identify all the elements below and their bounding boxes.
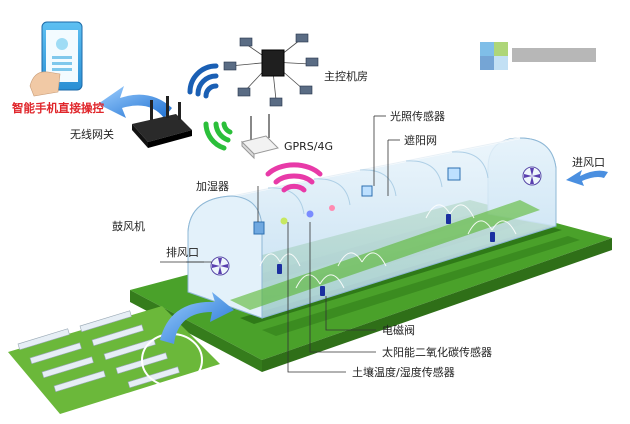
wifi-signal-icon xyxy=(187,63,323,193)
label-air-inlet: 进风口 xyxy=(572,156,605,169)
label-shade-net: 遮阳网 xyxy=(404,134,437,147)
label-solenoid-valve: 电磁阀 xyxy=(382,324,415,337)
fan-icon xyxy=(522,166,542,186)
label-exhaust: 排风口 xyxy=(166,246,199,259)
label-co2-sensor: 太阳能二氧化碳传感器 xyxy=(382,346,492,359)
arrow-field-to-tunnel xyxy=(160,292,234,344)
label-wireless-gateway: 无线网关 xyxy=(70,128,114,141)
arrow-air-inlet xyxy=(566,170,608,186)
label-blower: 鼓风机 xyxy=(112,220,145,233)
label-light-sensor: 光照传感器 xyxy=(390,110,445,123)
blurred-logo xyxy=(480,42,596,70)
arrow-to-phone xyxy=(98,86,172,118)
fan-icon xyxy=(210,256,230,276)
sprinkler-icon xyxy=(259,204,517,289)
leader-lines xyxy=(160,115,400,373)
router-icon xyxy=(241,114,279,160)
label-humidifier: 加湿器 xyxy=(196,180,229,193)
label-gprs: GPRS/4G xyxy=(284,140,334,153)
server-network-icon xyxy=(223,33,319,107)
label-phone-control: 智能手机直接操控 xyxy=(12,101,104,115)
smartphone-icon xyxy=(29,21,83,97)
router-icon xyxy=(132,96,192,148)
label-main-control-room: 主控机房 xyxy=(324,70,368,83)
label-soil-sensor: 土壤温度/湿度传感器 xyxy=(352,366,455,379)
sensor-icon xyxy=(253,167,461,235)
solenoid-valve-units xyxy=(277,214,495,296)
